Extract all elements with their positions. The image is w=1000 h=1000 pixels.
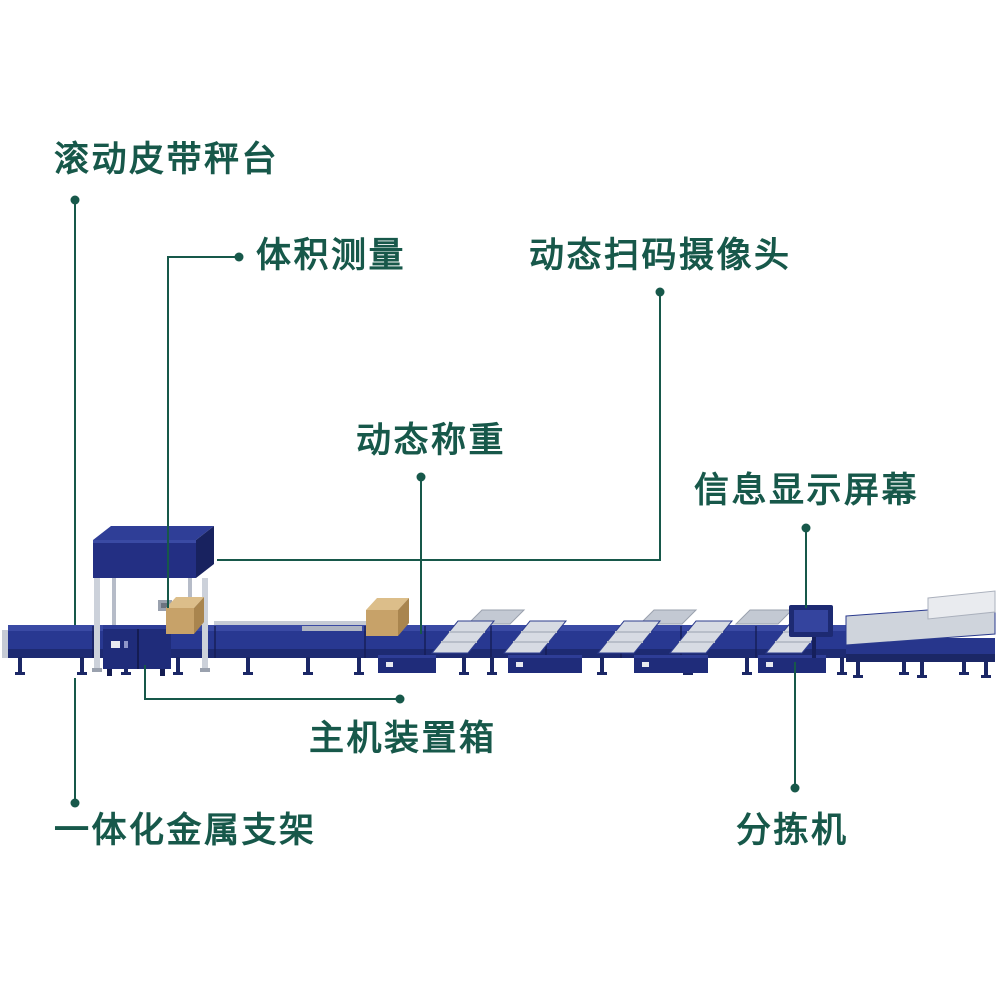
host-cabinet [103,625,171,676]
label-rolling-belt-scale-platform: 滚动皮带秤台 [54,140,280,179]
label-sorter: 分拣机 [736,811,849,850]
label-dynamic-weighing: 动态称重 [356,421,507,460]
label-integrated-metal-bracket: 一体化金属支架 [54,811,317,850]
callout-dots [70,195,811,808]
label-info-display-screen: 信息显示屏幕 [694,471,920,510]
label-volume-measurement: 体积测量 [256,236,407,275]
camera-housing [93,526,214,578]
callout-line-volume-measurement [167,256,239,608]
label-host-device-box: 主机装置箱 [309,719,497,758]
under-cabinets [378,655,826,673]
callout-lines [74,200,807,803]
discharge-chute [845,590,996,678]
callout-line-scan-camera [217,292,661,561]
label-dynamic-scan-camera: 动态扫码摄像头 [529,236,792,275]
volume-sensor [158,600,172,611]
parcel-box-1 [166,597,204,634]
metal-bracket-frame [92,578,210,672]
display-screen [789,605,833,658]
roller-strip [302,626,362,631]
callout-line-host-box [144,665,400,700]
roller-rail [214,621,366,625]
left-end-cap [2,630,10,658]
parcel-box-2 [366,598,409,636]
